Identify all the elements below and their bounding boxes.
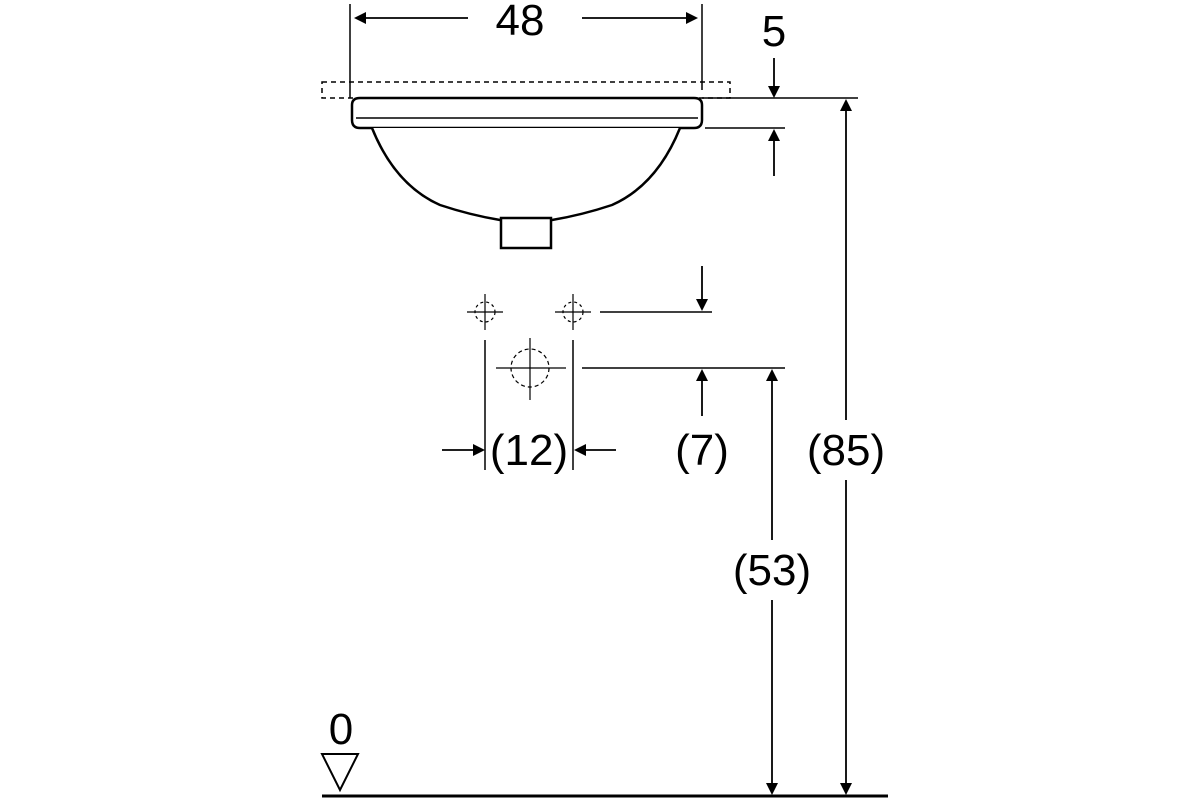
tap-hole-extension-lines <box>484 340 574 470</box>
basin-profile <box>350 96 704 250</box>
tap-hole-left-icon <box>467 294 503 330</box>
tap-hole-right-icon <box>555 294 591 330</box>
dim-tap-spacing: (12) <box>490 426 568 475</box>
dim-overall-height: (85) <box>807 426 885 475</box>
dim-width-top: 48 <box>496 0 545 45</box>
waste-outlet-icon <box>496 338 566 400</box>
dim-waste-height: (53) <box>733 546 811 595</box>
dim-floor-zero: 0 <box>329 705 353 754</box>
countertop-outline <box>321 81 731 99</box>
dimension-lines <box>354 12 852 795</box>
extension-lines <box>322 4 888 798</box>
dim-rim-thickness: 5 <box>762 7 786 56</box>
floor-reference-icon <box>320 753 360 793</box>
dim-tap-offset: (7) <box>675 426 729 475</box>
